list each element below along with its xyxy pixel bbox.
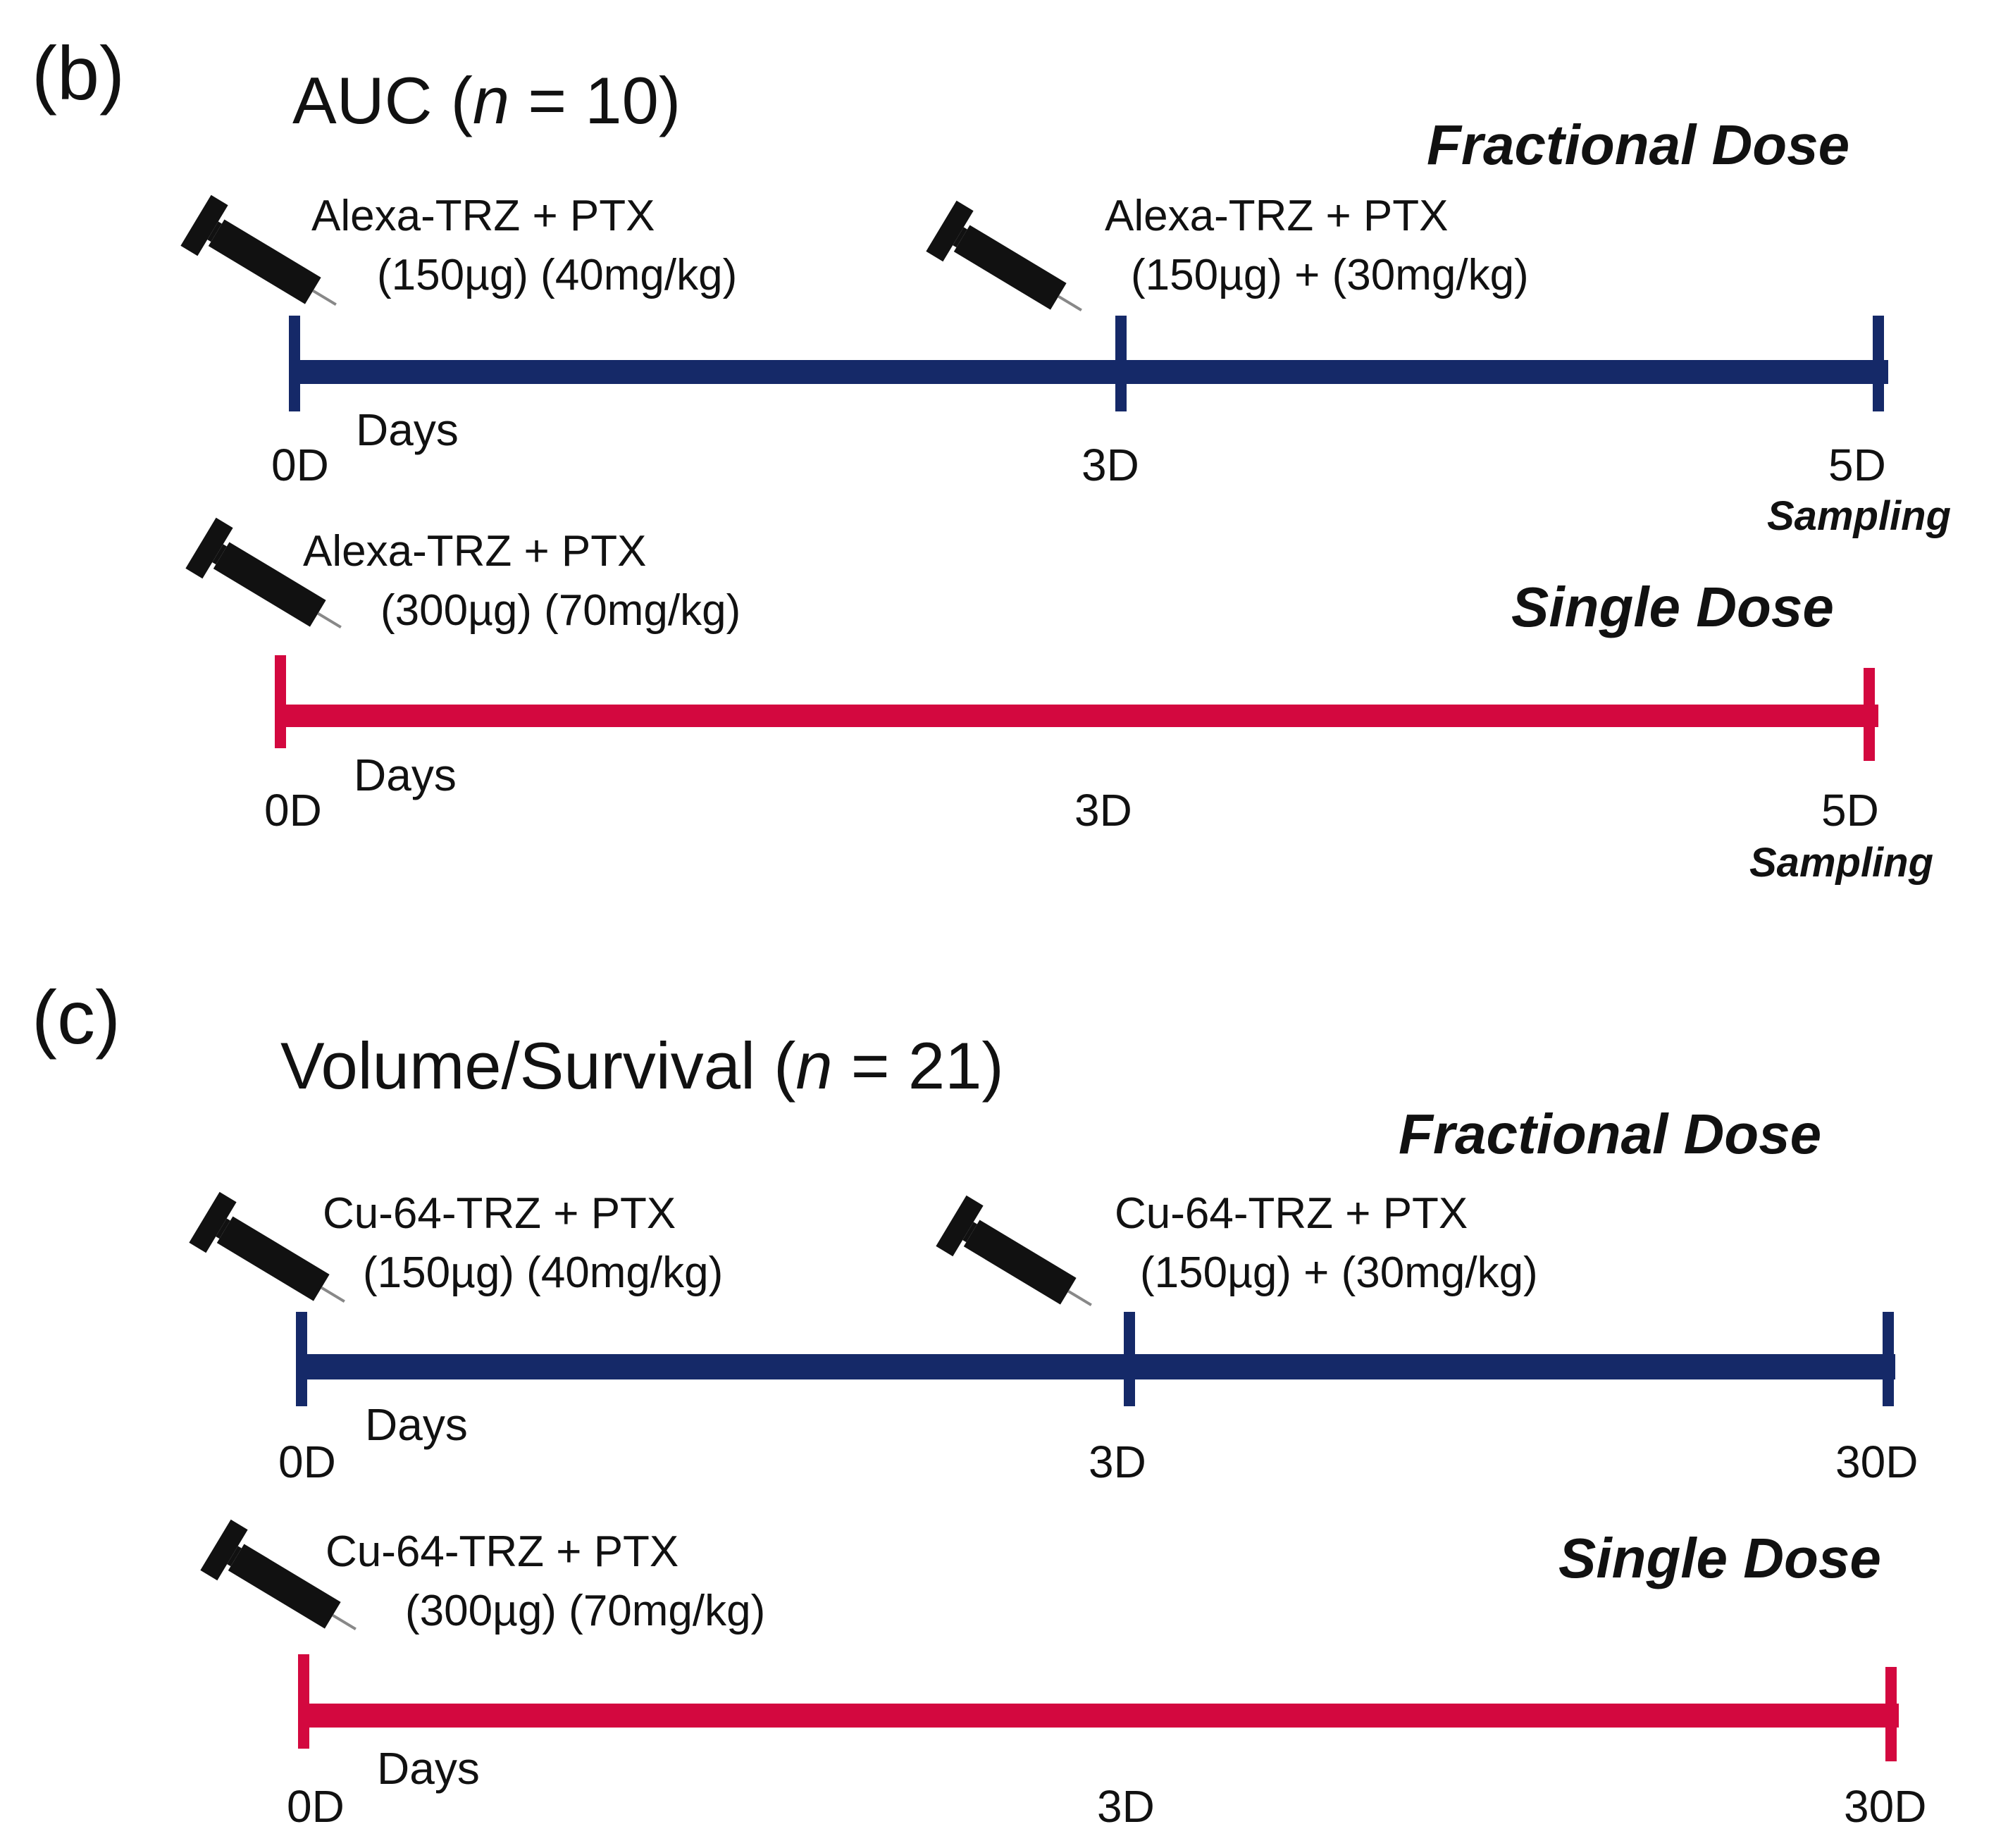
panel-c-frac-tick-30d-mark [1883, 1312, 1894, 1406]
panel-c-label: (c) [32, 974, 120, 1060]
panel-c-frac-inj1-drug: Cu-64-TRZ + PTX [323, 1189, 676, 1238]
panel-b-label: (b) [32, 30, 125, 116]
panel-b-title-prefix: AUC ( [292, 63, 473, 137]
panel-c-single-days-label: Days [377, 1743, 480, 1794]
panel-b-single-inj1-drug: Alexa-TRZ + PTX [303, 527, 647, 576]
panel-c-fractional-title: Fractional Dose [1399, 1103, 1822, 1165]
panel-b-frac-inj2-drug: Alexa-TRZ + PTX [1105, 192, 1449, 240]
panel-c-frac-tick-0d-mark [296, 1312, 307, 1406]
panel-b-frac-tick-5d-mark [1873, 316, 1884, 411]
panel-c-single-tick-3d: 3D [1097, 1781, 1155, 1832]
panel-b-title-suffix: = 10) [509, 63, 681, 137]
panel-b-fractional-title: Fractional Dose [1427, 113, 1850, 176]
panel-c-single-title: Single Dose [1558, 1527, 1881, 1589]
panel-b-single-sampling: Sampling [1749, 840, 1934, 886]
panel-c-single-timeline [299, 1704, 1899, 1728]
panel-c-single-tick-30d: 30D [1844, 1781, 1927, 1832]
panel-b-fractional-timeline [290, 360, 1888, 384]
panel-c-frac-inj2-drug: Cu-64-TRZ + PTX [1115, 1189, 1468, 1238]
panel-b-frac-sampling: Sampling [1767, 493, 1952, 539]
panel-b-single-tick-0d-mark [275, 655, 286, 748]
panel-b-single-days-label: Days [354, 750, 457, 800]
panel-b-frac-inj1-dose: (150µg) (40mg/kg) [377, 251, 738, 299]
panel-c-frac-tick-0d: 0D [278, 1437, 336, 1487]
panel-b-single-tick-5d: 5D [1821, 785, 1879, 836]
panel-c-single-tick-0d: 0D [287, 1781, 345, 1832]
panel-c-frac-inj2-dose: (150µg) + (30mg/kg) [1140, 1248, 1538, 1297]
panel-c-title-suffix: = 21) [832, 1029, 1004, 1103]
panel-b-single-tick-3d: 3D [1074, 785, 1132, 836]
panel-c-title-n: n [795, 1029, 833, 1103]
panel-b-single-tick-5d-mark [1864, 668, 1875, 761]
panel-b-frac-days-label: Days [356, 404, 459, 455]
panel-c-frac-tick-3d-mark [1124, 1312, 1135, 1406]
panel-c-single-inj1-drug: Cu-64-TRZ + PTX [326, 1527, 679, 1576]
panel-b-title-n: n [472, 63, 510, 137]
panel-c-frac-inj1-dose: (150µg) (40mg/kg) [363, 1248, 724, 1297]
panel-b-frac-tick-3d: 3D [1082, 440, 1139, 490]
panel-b-frac-inj2-dose: (150µg) + (30mg/kg) [1131, 251, 1529, 299]
panel-c-title: Volume/Survival (n = 21) [280, 1033, 1004, 1099]
panel-c-title-prefix: Volume/Survival ( [280, 1029, 796, 1103]
panel-c-single-tick-0d-mark [298, 1654, 309, 1749]
panel-b-single-timeline [276, 705, 1878, 727]
panel-b-frac-inj1-drug: Alexa-TRZ + PTX [311, 192, 655, 240]
panel-b-frac-tick-5d: 5D [1828, 440, 1886, 490]
panel-c-single-tick-30d-mark [1885, 1667, 1897, 1761]
panel-c-frac-tick-3d: 3D [1089, 1437, 1146, 1487]
panel-b-title: AUC (n = 10) [292, 68, 681, 134]
panel-b-frac-tick-0d: 0D [271, 440, 329, 490]
panel-c-frac-tick-30d: 30D [1835, 1437, 1919, 1487]
panel-b-frac-tick-3d-mark [1115, 316, 1127, 411]
panel-b-single-title: Single Dose [1511, 576, 1834, 638]
panel-c-frac-days-label: Days [365, 1399, 468, 1450]
panel-b-single-inj1-dose: (300µg) (70mg/kg) [380, 586, 741, 635]
panel-b-frac-tick-0d-mark [289, 316, 300, 411]
panel-c-single-inj1-dose: (300µg) (70mg/kg) [405, 1587, 766, 1635]
panel-c-fractional-timeline [297, 1354, 1895, 1379]
panel-b-single-tick-0d: 0D [264, 785, 322, 836]
